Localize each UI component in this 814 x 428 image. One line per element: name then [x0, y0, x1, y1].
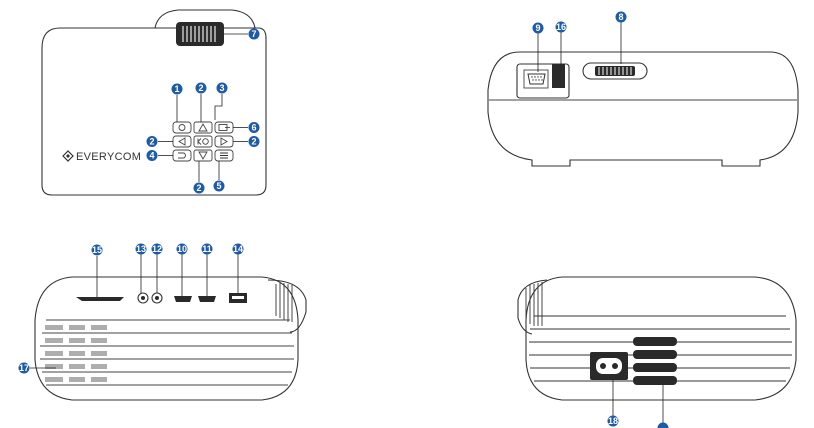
brand-diamond-icon [62, 150, 74, 162]
svg-text:2: 2 [198, 83, 203, 93]
callout-4: 4 [146, 150, 158, 161]
projector-top-view: EVERYCOM [41, 9, 267, 196]
callout-13: 13 [135, 243, 147, 255]
callout-18: 18 [607, 415, 619, 427]
focus-wheel[interactable] [176, 22, 224, 46]
callout-partial [657, 422, 669, 428]
audio-jack-13[interactable] [137, 292, 149, 304]
leader-lines [158, 33, 248, 182]
callout-9: 9 [532, 22, 544, 34]
hdmi-port-11[interactable] [198, 296, 216, 302]
callout-10: 10 [176, 243, 188, 255]
rear-vents [40, 319, 294, 386]
left-button[interactable] [172, 135, 192, 148]
svg-text:6: 6 [251, 123, 256, 133]
leader-lines-rear [30, 254, 239, 369]
top-view-body [41, 27, 267, 196]
menu-icon [220, 152, 228, 159]
audio-jack-12[interactable] [151, 292, 163, 304]
ac-power-socket[interactable] [590, 352, 628, 380]
ir-sensor [552, 64, 565, 88]
svg-text:4: 4 [149, 151, 154, 161]
svg-text:2: 2 [251, 137, 256, 147]
callout-1: 1 [171, 83, 183, 95]
callout-11: 11 [201, 243, 213, 255]
leader-lines-back [612, 380, 664, 424]
up-button[interactable] [193, 121, 213, 134]
up-arrow-icon [198, 123, 208, 132]
input-source-button[interactable] [214, 121, 234, 134]
lens-housing [154, 9, 256, 29]
callout-5: 5 [213, 180, 225, 192]
usb-port[interactable] [229, 293, 247, 303]
svg-text:9: 9 [535, 23, 540, 33]
callout-15: 15 [91, 244, 103, 256]
menu-button[interactable] [214, 149, 234, 162]
ok-icon [197, 138, 202, 145]
svg-text:2: 2 [149, 137, 154, 147]
grill-row [45, 325, 107, 330]
hdmi-port-10[interactable] [174, 296, 192, 302]
svg-text:18: 18 [608, 416, 618, 426]
down-button[interactable] [193, 149, 213, 162]
back-button[interactable] [172, 149, 192, 162]
callout-2: 2 [248, 136, 260, 147]
svg-text:15: 15 [92, 245, 102, 255]
projector-rear-view: 15 13 12 10 11 14 17 [18, 243, 307, 401]
rear-lens-bump [267, 279, 307, 333]
svg-text:3: 3 [219, 83, 224, 93]
right-arrow-icon [220, 137, 228, 146]
svg-text:7: 7 [251, 29, 256, 39]
front-view-body [487, 51, 799, 167]
callout-12: 12 [151, 243, 163, 255]
focus-wheel-front[interactable] [582, 62, 648, 80]
down-arrow-icon [198, 151, 208, 160]
leader-lines-front [537, 22, 622, 72]
rubber-feet [633, 337, 677, 385]
back-view-body [525, 276, 797, 401]
brand-name: EVERYCOM [76, 151, 141, 163]
control-panel [172, 121, 234, 162]
back-lens-bump [517, 279, 548, 335]
callout-17: 17 [18, 362, 30, 374]
callout-3: 3 [216, 82, 228, 94]
left-arrow-icon [178, 137, 186, 146]
projector-back-view: 18 [517, 276, 797, 428]
svg-text:11: 11 [202, 244, 212, 254]
back-icon [178, 152, 186, 159]
ok-button[interactable] [193, 135, 213, 148]
svg-text:14: 14 [233, 244, 243, 254]
callout-7: 7 [248, 28, 260, 40]
callout-2: 2 [193, 182, 205, 194]
svg-text:13: 13 [136, 244, 146, 254]
vga-port[interactable] [527, 73, 546, 85]
speaker-slot [76, 297, 124, 301]
rear-view-body [34, 276, 299, 401]
svg-text:8: 8 [618, 12, 623, 22]
svg-text:2: 2 [196, 183, 201, 193]
callout-14: 14 [232, 243, 244, 255]
speaker-grill [45, 325, 107, 382]
right-button[interactable] [214, 135, 234, 148]
callout-2: 2 [146, 136, 158, 147]
callout-16: 16 [555, 21, 567, 33]
callout-8: 8 [615, 11, 627, 23]
svg-text:17: 17 [19, 363, 29, 373]
svg-text:1: 1 [174, 84, 179, 94]
brand-logo: EVERYCOM [62, 150, 141, 163]
svg-text:10: 10 [177, 244, 187, 254]
power-icon [178, 124, 186, 131]
projector-front-view: 9 16 8 [487, 11, 799, 167]
callout-2: 2 [195, 82, 207, 94]
callout-6: 6 [248, 122, 260, 133]
vga-port-panel [516, 63, 570, 99]
power-button[interactable] [172, 121, 192, 134]
svg-text:12: 12 [152, 244, 162, 254]
svg-text:16: 16 [556, 22, 566, 32]
svg-text:5: 5 [216, 181, 221, 191]
